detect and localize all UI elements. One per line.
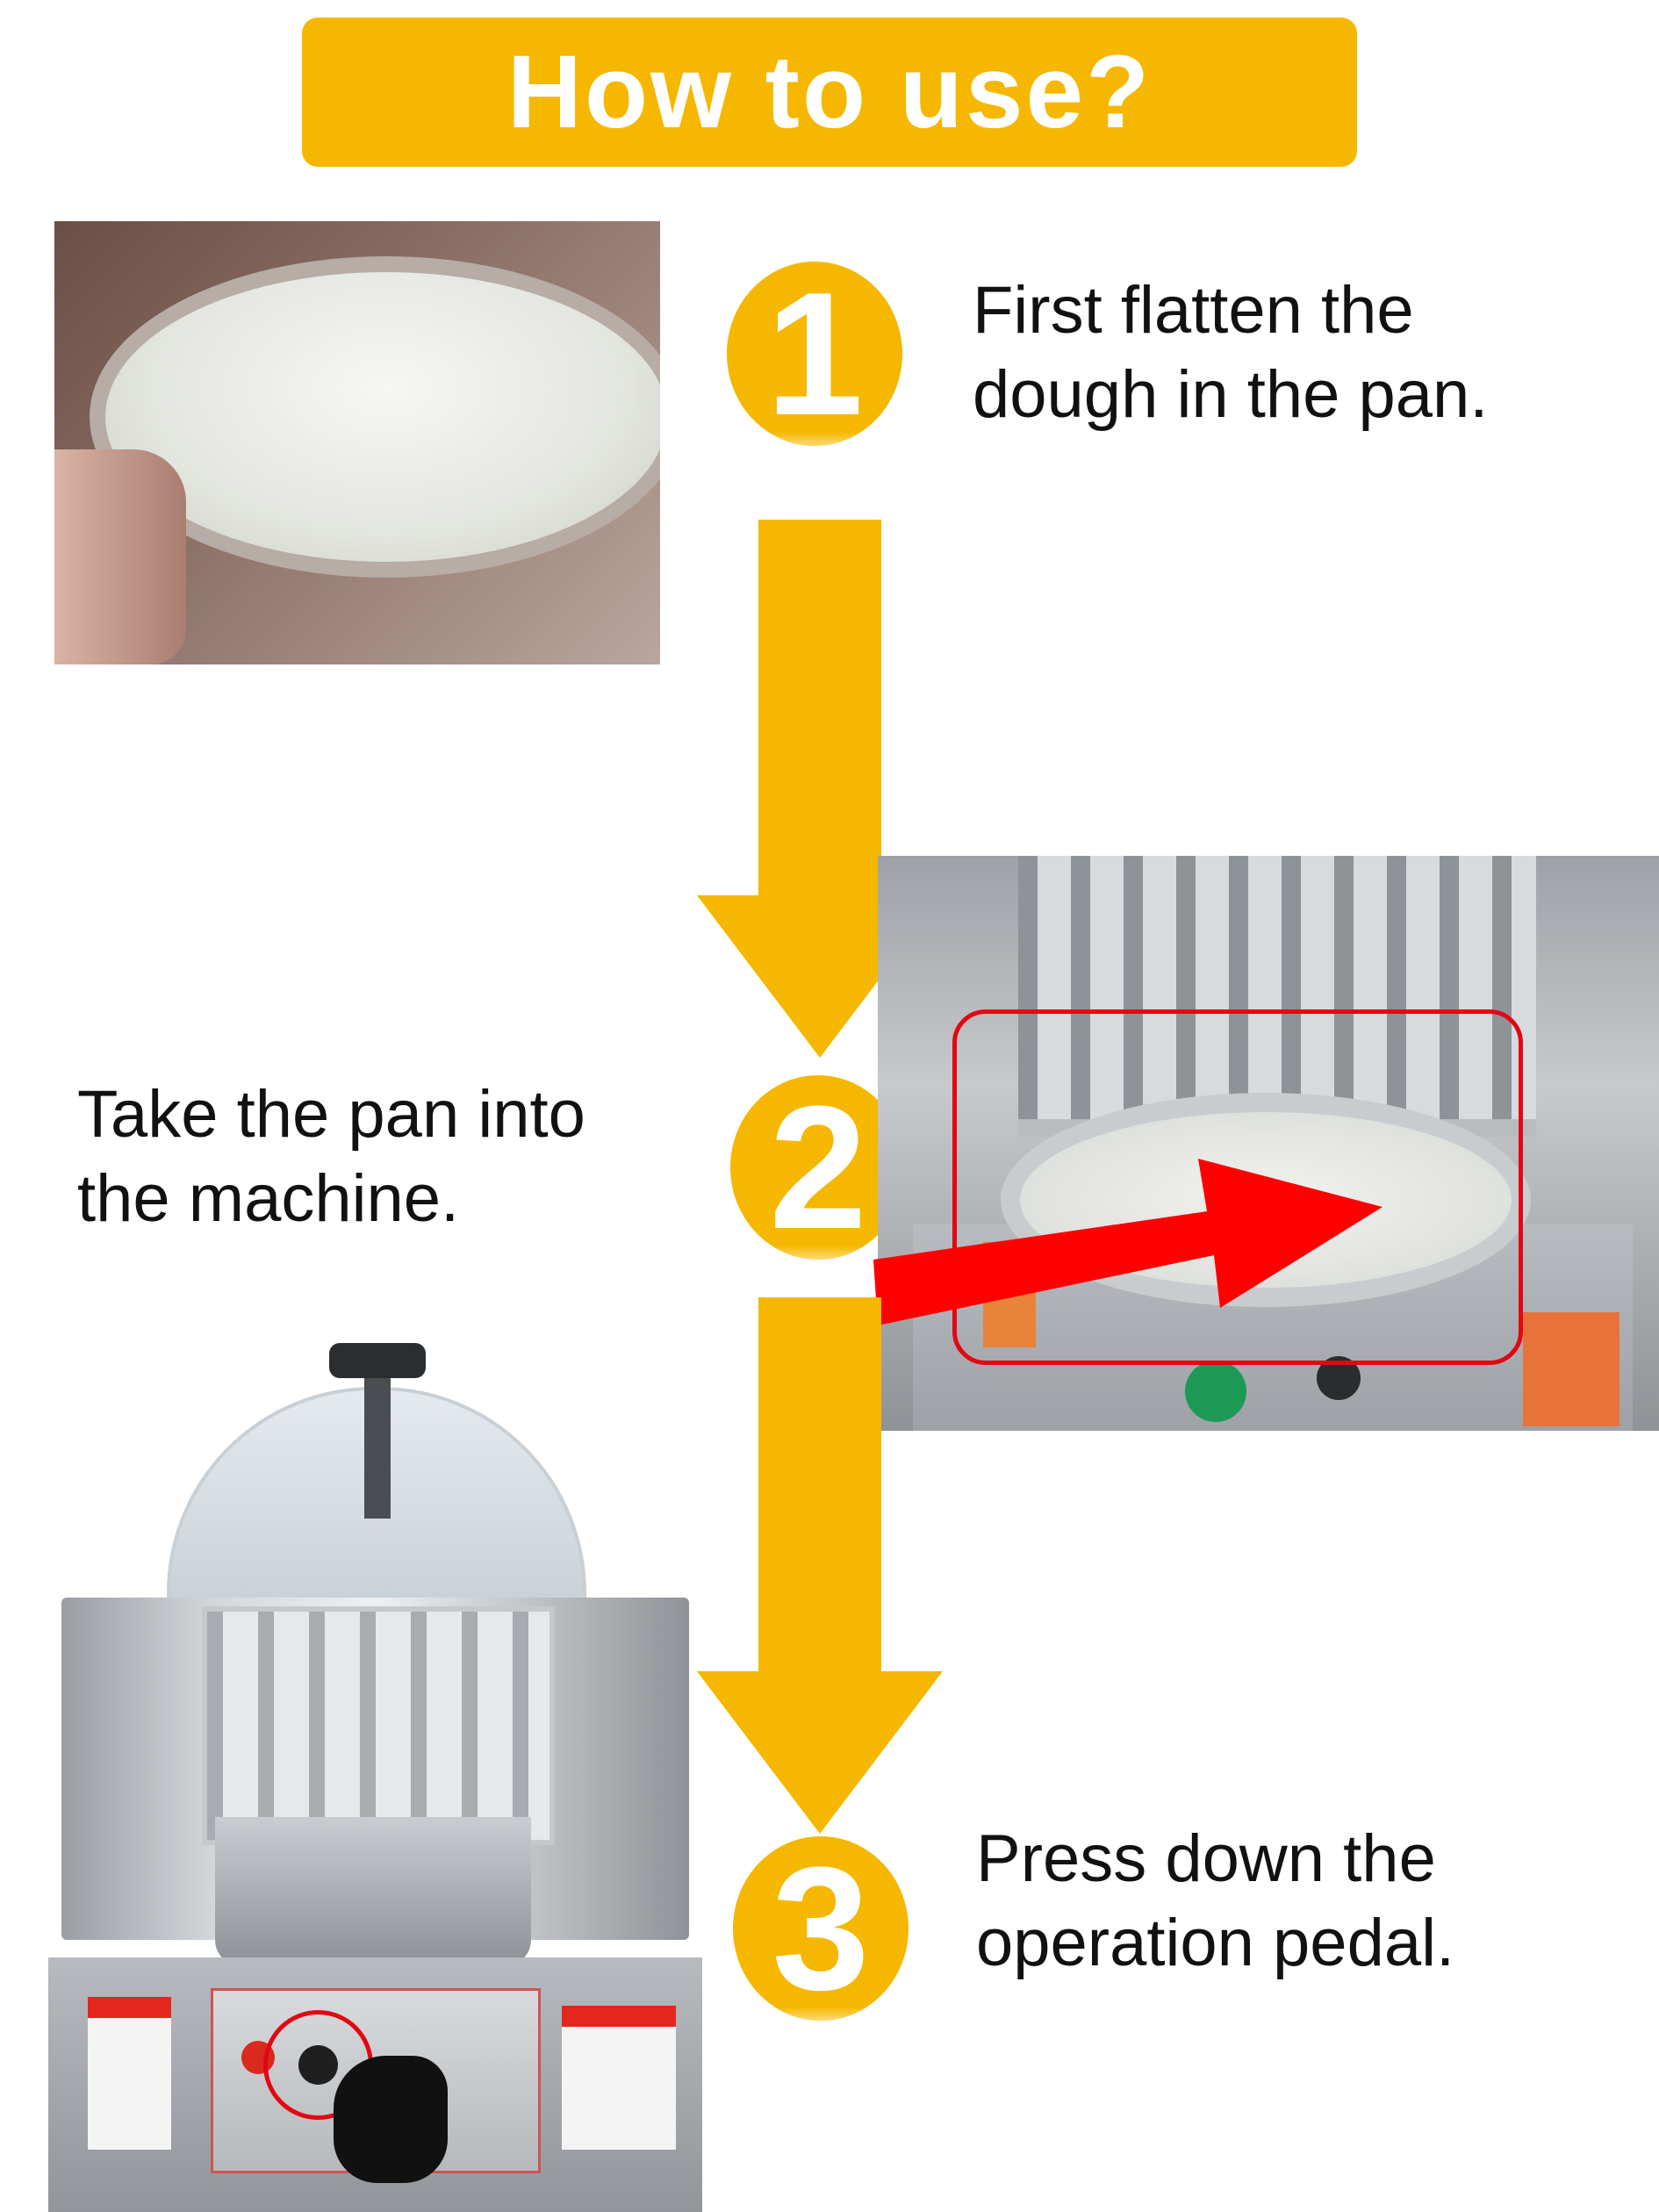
divider-cylinder: [202, 1606, 555, 1845]
warning-label-right: [1523, 1312, 1620, 1426]
step-3-badge: 3: [733, 1836, 908, 2021]
step-3-text-line2: operation pedal.: [976, 1906, 1455, 1980]
step-1-number: 1: [727, 267, 902, 446]
dough-divider-machine-photo: [48, 1343, 702, 2212]
mode-button: [1185, 1361, 1246, 1422]
step-2-text-line2: the machine.: [77, 1161, 460, 1236]
step-3-text: Press down the operation pedal.: [976, 1817, 1454, 1986]
step-3-number: 3: [733, 1842, 908, 2021]
warning-label-right: [562, 2006, 676, 2150]
step-1-text-line1: First flatten the: [973, 273, 1414, 348]
operation-pedal: [298, 2045, 338, 2085]
warning-label-left: [88, 1997, 171, 2150]
pan-holder: [215, 1817, 531, 1966]
step-2-text-line1: Take the pan into: [77, 1077, 585, 1152]
red-arrow-icon: [873, 1159, 1382, 1325]
step-1-badge: 1: [727, 262, 902, 446]
hand-holding-pan: [54, 449, 186, 664]
down-arrow-1-stem: [758, 520, 881, 897]
highlight-frame: [952, 1009, 1523, 1365]
step-2-number: 2: [730, 1081, 906, 1260]
step-1-text-line2: dough in the pan.: [973, 357, 1489, 432]
step-2-text: Take the pan into the machine.: [77, 1073, 585, 1241]
title-banner: How to use?: [302, 18, 1357, 167]
step-1-text: First flatten the dough in the pan.: [973, 269, 1488, 437]
page-title: How to use?: [506, 34, 1153, 150]
down-arrow-icon: [697, 1671, 943, 1834]
step-3-text-line1: Press down the: [976, 1821, 1436, 1896]
down-arrow-2-stem: [758, 1297, 881, 1673]
dough-pan-photo: [54, 221, 660, 664]
top-handle-knob: [329, 1343, 426, 1378]
hand-pointer-icon: [334, 2056, 448, 2183]
step-2-badge: 2: [730, 1075, 906, 1260]
